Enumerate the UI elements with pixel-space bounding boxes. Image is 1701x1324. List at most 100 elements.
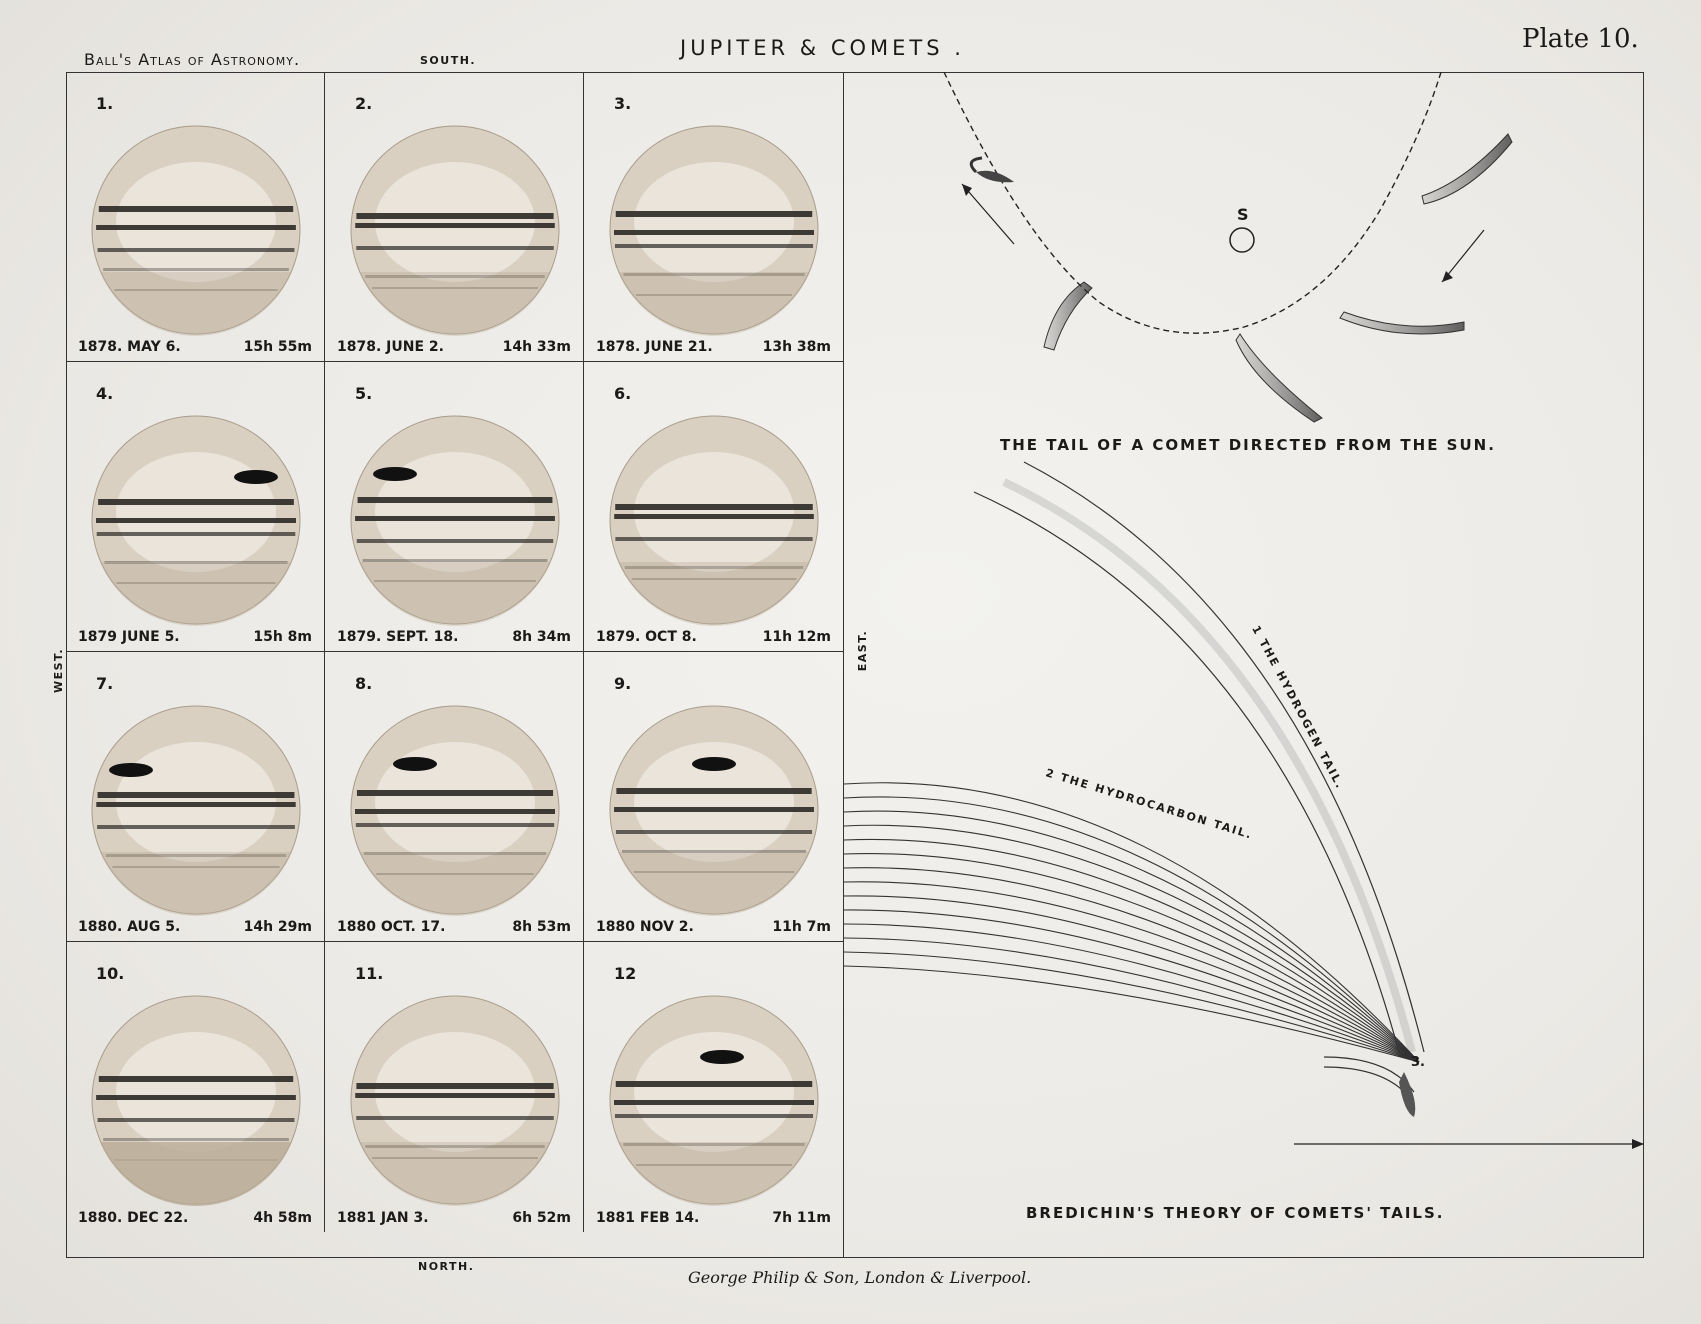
jupiter-disc (91, 705, 301, 916)
jupiter-drawing-cell: 10.1880. DEC 22.4h 58m (66, 942, 325, 1232)
jupiter-disc (350, 995, 560, 1206)
cloud-band (355, 1093, 555, 1098)
great-red-spot (234, 470, 278, 484)
comet-tail-bottom (1235, 333, 1323, 423)
drawing-date: 1879. SEPT. 18. (337, 629, 459, 645)
cloud-band (636, 1164, 792, 1166)
drawing-number: 6. (614, 384, 632, 403)
hydrocarbon-tail-stroke (844, 951, 1420, 1063)
cloud-band (114, 289, 278, 291)
cloud-band (362, 559, 548, 562)
cloud-band (624, 566, 804, 569)
jupiter-disc (350, 705, 560, 916)
drawing-date: 1879 JUNE 5. (78, 629, 180, 645)
cloud-band (357, 497, 553, 503)
drawing-time: 8h 53m (512, 919, 571, 935)
cloud-band (355, 809, 555, 814)
cloud-band (112, 866, 280, 868)
drawing-time: 7h 11m (772, 1210, 831, 1226)
cloud-band (356, 790, 554, 796)
label-tail-3: 3. (1411, 1055, 1425, 1070)
drawing-date: 1880 OCT. 17. (337, 919, 446, 935)
cloud-band (355, 516, 555, 521)
jupiter-disc (91, 995, 301, 1206)
jupiter-disc (91, 125, 301, 336)
cloud-band (615, 537, 813, 541)
drawing-number: 8. (355, 674, 373, 693)
cloud-band (623, 273, 805, 276)
cloud-band (636, 294, 792, 296)
plate-title: JUPITER & COMETS . (680, 36, 965, 60)
cloud-band (614, 230, 814, 235)
cloud-band (372, 1157, 538, 1159)
cloud-band (103, 268, 289, 271)
drawing-number: 1. (96, 94, 114, 113)
cloud-band (363, 852, 547, 855)
cloud-band (96, 518, 296, 523)
cloud-band (616, 788, 812, 794)
comet-tail-top-left (976, 170, 1014, 183)
jupiter-drawing-cell: 8. 1880 OCT. 17. 8h 53m (325, 652, 584, 942)
drawing-time: 4h 58m (253, 1210, 312, 1226)
great-red-spot (393, 757, 437, 771)
drawing-number: 9. (614, 674, 632, 693)
drawing-number: 12 (614, 964, 637, 983)
drawing-number: 3. (614, 94, 632, 113)
cloud-band (356, 213, 554, 219)
cloud-band (614, 514, 814, 519)
jupiter-drawing-cell: 1.1878. MAY 6.15h 55m (66, 72, 325, 362)
cloud-band (97, 825, 295, 829)
hydrocarbon-tail-stroke (844, 853, 1420, 1063)
comet-tail-right (1421, 133, 1513, 205)
jupiter-drawing-cell: 4.1879 JUNE 5.15h 8m (66, 362, 325, 652)
cloud-band (614, 807, 814, 812)
cloud-band (614, 1114, 814, 1118)
sun-symbol (1229, 227, 1255, 253)
cloud-band (615, 830, 813, 834)
jupiter-disc (350, 415, 560, 626)
drawing-time: 14h 29m (243, 919, 312, 935)
arrow-right (1441, 229, 1485, 283)
jupiter-drawing-cell: 2.1878. JUNE 2.14h 33m (325, 72, 584, 362)
publisher-imprint: George Philip & Son, London & Liverpool. (688, 1268, 1032, 1287)
cloud-band (614, 1100, 814, 1105)
cloud-band (97, 792, 295, 798)
cloud-band (374, 580, 536, 582)
jupiter-disc (609, 125, 819, 336)
label-west: WEST. (52, 647, 66, 694)
cloud-band (376, 873, 534, 875)
cloud-band (116, 582, 276, 584)
drawing-date: 1879. OCT 8. (596, 629, 697, 645)
jupiter-drawing-cell: 3.1878. JUNE 21.13h 38m (584, 72, 843, 362)
comet-orbit-path (943, 72, 1442, 334)
cloud-band (96, 802, 296, 807)
drawing-number: 7. (96, 674, 114, 693)
drawing-time: 13h 38m (762, 339, 831, 355)
comet-diagram (844, 72, 1644, 1149)
jupiter-disc (609, 415, 819, 626)
cloud-band (622, 850, 806, 853)
hydrogen-tail (973, 461, 1425, 1054)
cloud-band (355, 223, 555, 228)
cloud-band (96, 1095, 296, 1100)
comet-tail-left (1043, 281, 1093, 351)
drawing-number: 2. (355, 94, 373, 113)
cloud-band (104, 561, 288, 564)
comet-tail-bottom-right (1339, 311, 1465, 335)
comet-nucleus (1399, 1072, 1416, 1117)
cloud-band (96, 532, 296, 536)
cloud-band (103, 1138, 289, 1141)
jupiter-disc (350, 125, 560, 336)
label-north: NORTH. (418, 1260, 475, 1273)
hydrocarbon-tail-stroke (844, 965, 1420, 1063)
tail-3 (1323, 1056, 1415, 1098)
plate-number: Plate 10. (1522, 24, 1639, 54)
drawing-date: 1878. MAY 6. (78, 339, 181, 355)
drawing-date: 1880 NOV 2. (596, 919, 694, 935)
drawing-date: 1878. JUNE 2. (337, 339, 444, 355)
cloud-band (633, 871, 795, 873)
jupiter-disc (609, 705, 819, 916)
great-red-spot (109, 763, 153, 777)
caption-bredichin: BREDICHIN'S THEORY OF COMETS' TAILS. (1026, 1204, 1445, 1222)
hydrocarbon-tails (844, 782, 1420, 1063)
